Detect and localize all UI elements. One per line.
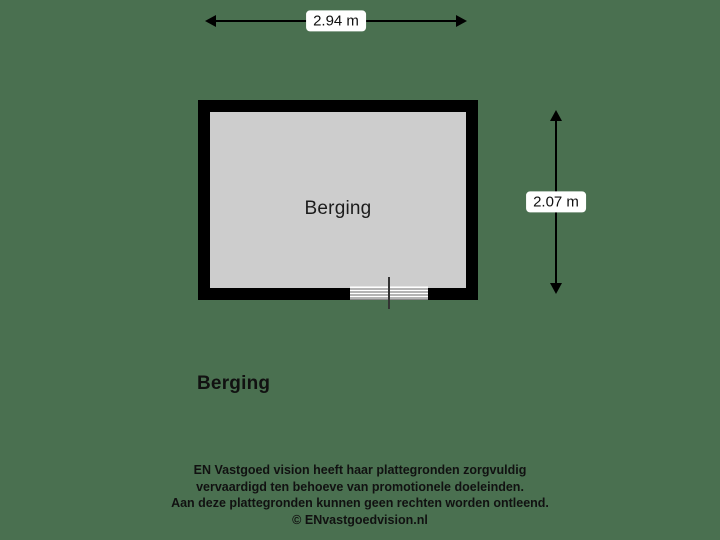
width-dimension: 2.94 m — [205, 10, 467, 32]
height-dimension-label: 2.07 m — [526, 191, 586, 213]
arrow-left-icon — [205, 15, 216, 27]
footer-disclaimer: EN Vastgoed vision heeft haar plattegron… — [0, 462, 720, 528]
room-outline: Berging — [198, 100, 478, 309]
room-floor: Berging — [210, 112, 466, 288]
footer-line-1: EN Vastgoed vision heeft haar plattegron… — [193, 463, 527, 477]
arrow-down-icon — [550, 283, 562, 294]
door-mullion — [388, 277, 390, 309]
plan-title: Berging — [197, 373, 271, 394]
sliding-door-icon — [350, 277, 428, 309]
height-dimension: 2.07 m — [526, 110, 586, 294]
footer-line-2: vervaardigd ten behoeve van promotionele… — [196, 479, 524, 494]
footer-line-3: Aan deze plattegronden kunnen geen recht… — [171, 496, 549, 510]
arrow-right-icon — [456, 15, 467, 27]
arrow-up-icon — [550, 110, 562, 121]
footer-copyright: © ENvastgoedvision.nl — [292, 512, 428, 527]
room-label: Berging — [304, 198, 372, 219]
width-dimension-label: 2.94 m — [306, 10, 366, 32]
